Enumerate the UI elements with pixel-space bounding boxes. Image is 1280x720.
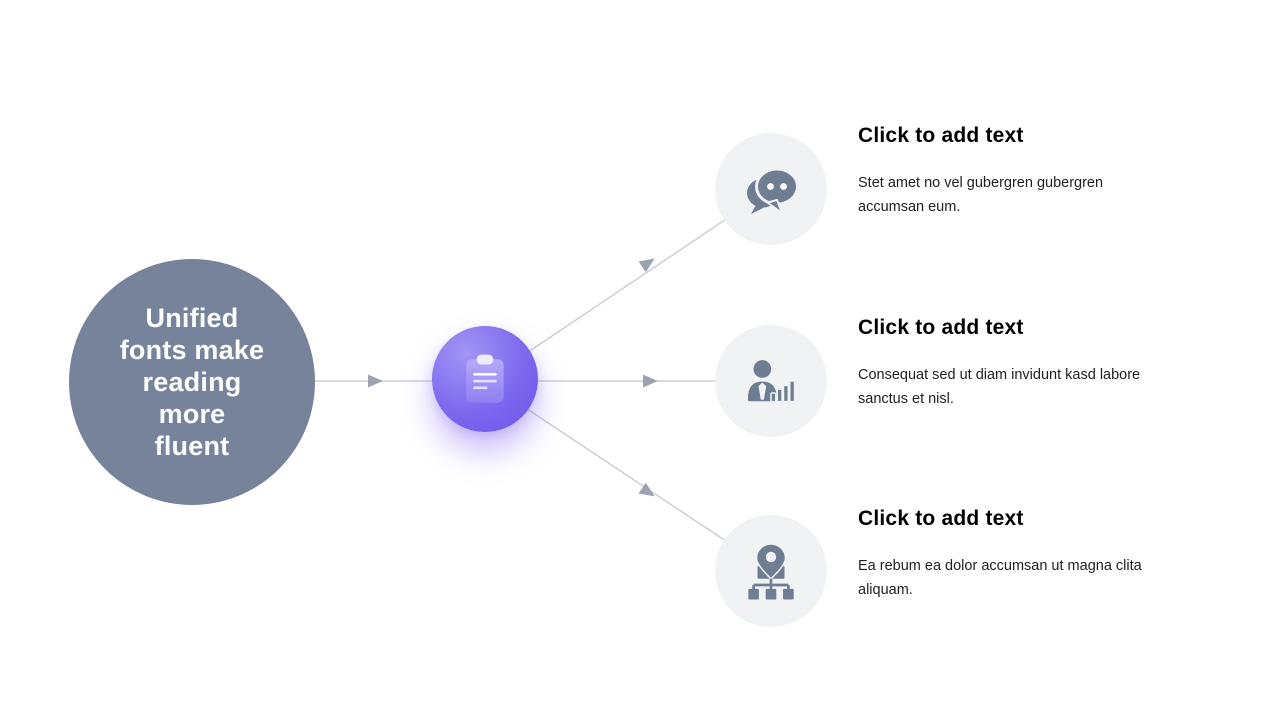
- placeholder-body-3[interactable]: Ea rebum ea dolor accumsan ut magna clit…: [858, 558, 1142, 598]
- placeholder-body-1[interactable]: Stet amet no vel gubergren gubergren acc…: [858, 175, 1104, 215]
- chat-bubbles-icon: [747, 167, 799, 215]
- arrowhead-icon: [643, 374, 658, 388]
- arrowhead-icon: [638, 258, 655, 273]
- node-circle-chat[interactable]: [715, 133, 827, 245]
- main-topic-text[interactable]: Unified fonts make reading more fluent: [119, 303, 265, 461]
- arrowhead-icon: [368, 374, 383, 388]
- placeholder-body-2[interactable]: Consequat sed ut diam invidunt kasd labo…: [858, 367, 1141, 407]
- clipboard-icon: [466, 354, 504, 403]
- arrowhead-icon: [638, 482, 655, 497]
- hub-circle[interactable]: [432, 326, 538, 432]
- text-block-1: Click to add text Stet amet no vel guber…: [858, 123, 1174, 219]
- node-circle-pin-network[interactable]: [715, 515, 827, 627]
- placeholder-title-2[interactable]: Click to add text: [858, 316, 1024, 339]
- placeholder-title-3[interactable]: Click to add text: [858, 507, 1024, 530]
- text-block-3: Click to add text Ea rebum ea dolor accu…: [858, 506, 1174, 602]
- text-block-2: Click to add text Consequat sed ut diam …: [858, 315, 1174, 411]
- node-circle-person-chart[interactable]: [715, 325, 827, 437]
- person-bar-chart-icon: [747, 360, 796, 403]
- location-pin-network-icon: [748, 543, 794, 600]
- placeholder-title-1[interactable]: Click to add text: [858, 124, 1024, 147]
- main-topic-circle[interactable]: Unified fonts make reading more fluent: [69, 259, 315, 505]
- connector-hub-to-top: [484, 188, 772, 382]
